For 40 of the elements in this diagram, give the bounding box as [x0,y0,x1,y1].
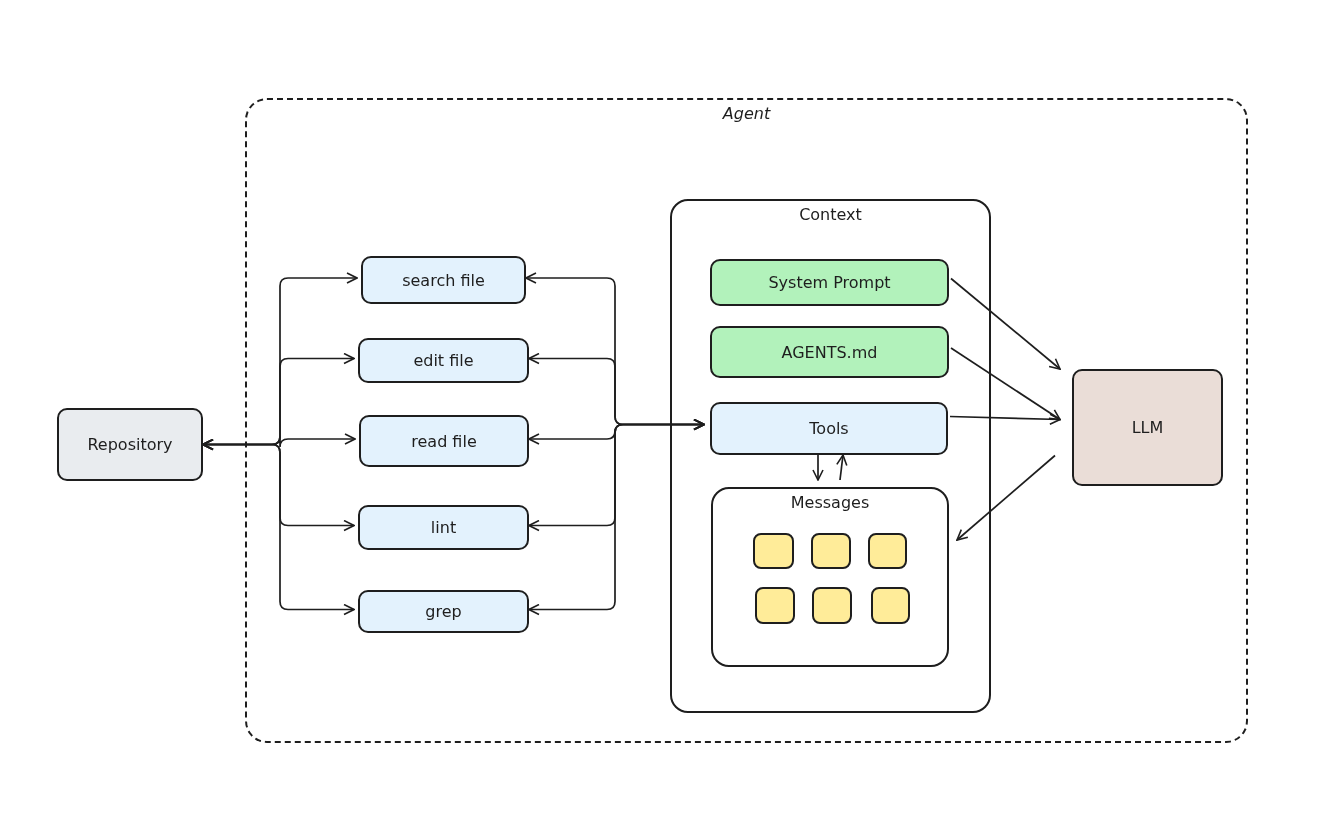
node-label: Messages [790,493,870,512]
tool-box [358,505,529,550]
message-square [753,533,794,569]
node-label: search file [402,270,485,290]
context-box [710,259,949,306]
arrow [812,454,824,481]
messages-container [711,487,949,667]
arrow [528,418,705,616]
node-label: read file [411,431,477,451]
message-square [755,587,795,624]
node-label: Repository [87,435,173,454]
agent-container [245,98,1248,743]
context-box [710,326,949,378]
repository-box [57,408,203,481]
tool-box [358,338,529,383]
node-label: lint [430,518,457,537]
node-label: AGENTS.md [781,342,878,362]
node-label: Context [799,205,862,224]
arrow [202,438,355,616]
message-square [812,587,852,624]
tool-box [359,415,529,467]
node-label: LLM [1131,418,1164,437]
tool-box [361,256,526,304]
tool-box [358,590,529,633]
node-label: Tools [809,419,849,438]
node-label: grep [425,602,462,621]
arrow [836,454,848,481]
context-container [670,199,991,713]
node-label: System Prompt [768,273,891,292]
tool-box [710,402,948,455]
arrow [956,454,1056,541]
arrow [950,347,1061,421]
message-square [871,587,910,624]
arrow [950,277,1061,370]
llm-box [1072,369,1223,486]
node-label: edit file [413,351,474,370]
message-square [868,533,907,569]
node-label: Agent [722,104,771,123]
message-square [811,533,851,569]
arrow [949,413,1061,426]
